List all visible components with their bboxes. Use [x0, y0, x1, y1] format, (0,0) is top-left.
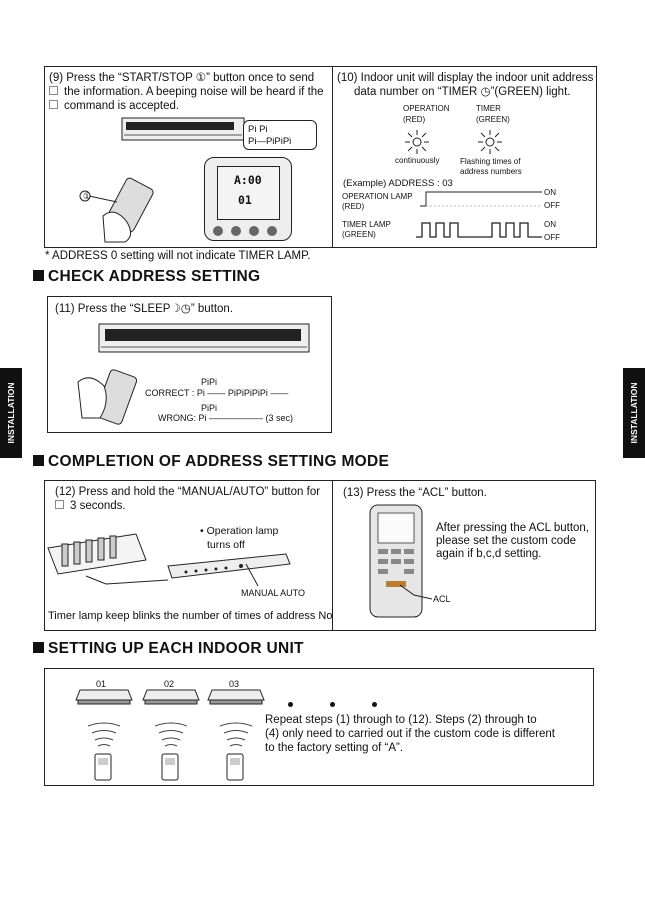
heading-completion: COMPLETION OF ADDRESS SETTING MODE	[33, 453, 389, 471]
lcd-top: A:00	[234, 173, 262, 187]
step10-line2: data number on “TIMER ◷”(GREEN) light.	[354, 86, 571, 98]
repeat-line-1: Repeat steps (1) through to (12). Steps …	[265, 714, 537, 726]
step13-desc-1: After pressing the ACL button,	[436, 522, 589, 534]
timer-lamp-color: (GREEN)	[342, 230, 376, 239]
timer-off: OFF	[544, 233, 560, 242]
op-off: OFF	[544, 201, 560, 210]
op-on: ON	[544, 188, 556, 197]
unit-number-2: 02	[164, 679, 175, 689]
step11-wrong-pipi: PiPi	[201, 403, 218, 413]
step10-line1: (10) Indoor unit will display the indoor…	[337, 72, 594, 84]
unit-number-3: 03	[229, 679, 240, 689]
step12-footer: Timer lamp keep blinks the number of tim…	[48, 610, 336, 622]
side-tab-left: INSTALLATION	[0, 368, 22, 458]
heading-setup: SETTING UP EACH INDOOR UNIT	[33, 640, 304, 658]
example-address: (Example) ADDRESS : 03	[343, 178, 453, 189]
step13-line1: (13) Press the “ACL” button.	[343, 487, 487, 499]
operation-label: OPERATION	[403, 104, 450, 113]
heading-square-icon	[33, 455, 44, 466]
step9-beep-pipipipi: Pi—PiPiPi	[248, 136, 292, 147]
step11-line1: (11) Press the “SLEEP☽◷” button.	[55, 303, 234, 315]
note-address0: * ADDRESS 0 setting will not indicate TI…	[45, 250, 311, 262]
op-lamp-note-2: turns off	[207, 539, 245, 551]
op-lamp-label: OPERATION LAMP	[342, 192, 413, 201]
remote-buttons	[213, 226, 277, 236]
heading-setup-text: SETTING UP EACH INDOOR UNIT	[48, 640, 304, 657]
checkbox-icon	[49, 86, 58, 95]
repeat-line-3: to the factory setting of “A”.	[265, 742, 404, 754]
lcd-bottom: 01	[238, 193, 252, 207]
unit-number-1: 01	[96, 679, 107, 689]
side-tab-right-label: INSTALLATION	[629, 382, 639, 444]
unit-open-illustration	[47, 533, 291, 587]
ellipsis-dot	[288, 702, 293, 707]
remote-hand-illustration	[79, 177, 154, 243]
operation-color: (RED)	[403, 115, 426, 124]
step11-wrong: WRONG: Pi —————— (3 sec)	[158, 413, 294, 423]
continuously-label: continuously	[395, 156, 440, 165]
unit-group-2	[142, 689, 200, 781]
side-tab-left-label: INSTALLATION	[6, 382, 16, 444]
heading-check-address: CHECK ADDRESS SETTING	[33, 268, 260, 286]
step9-line2: the information. A beeping noise will be…	[49, 85, 324, 99]
flashing-label-1: Flashing times of	[460, 157, 521, 166]
step9-line1: (9) Press the “START/STOP ①” button once…	[49, 72, 315, 84]
timer-on: ON	[544, 220, 556, 229]
step9-line3-text: command is accepted.	[64, 100, 180, 112]
side-tab-right: INSTALLATION	[623, 368, 645, 458]
step9-callout: ①	[83, 191, 92, 201]
heading-square-icon	[33, 642, 44, 653]
flashing-label-2: address numbers	[460, 167, 522, 176]
step9-beep-pipi: Pi Pi	[248, 124, 268, 135]
ellipsis-dot	[372, 702, 377, 707]
unit-group-1	[75, 689, 133, 781]
beep-callout	[243, 120, 317, 150]
remote-hand-illustration-2	[77, 369, 138, 425]
step13-desc-3: again if b,c,d setting.	[436, 548, 542, 560]
setup-panel	[44, 668, 594, 786]
step13-desc-2: please set the custom code	[436, 535, 576, 547]
timer-lamp-label: TIMER LAMP	[342, 220, 391, 229]
step12-line2-text: 3 seconds.	[70, 500, 126, 512]
ellipsis-dot	[330, 702, 335, 707]
op-lamp-waveform	[420, 191, 542, 207]
checkbox-icon	[55, 500, 64, 509]
manual-auto-label: MANUAL AUTO	[241, 588, 306, 598]
step11-correct-pipi: PiPi	[201, 377, 218, 387]
step12-line2: 3 seconds.	[55, 499, 126, 513]
unit-group-3	[207, 689, 265, 781]
op-lamp-note-1: • Operation lamp	[200, 525, 279, 537]
step11-correct: CORRECT : Pi —— PiPiPiPiPi ——	[145, 388, 289, 398]
heading-check-address-text: CHECK ADDRESS SETTING	[48, 268, 261, 285]
indoor-unit-illustration-2	[98, 323, 310, 353]
operation-lamp-icon	[405, 130, 429, 154]
checkbox-icon	[49, 100, 58, 109]
timer-lamp-icon	[478, 130, 502, 154]
timer-label: TIMER	[476, 104, 501, 113]
step9-line2-text: the information. A beeping noise will be…	[64, 86, 324, 98]
heading-square-icon	[33, 270, 44, 281]
heading-completion-text: COMPLETION OF ADDRESS SETTING MODE	[48, 453, 390, 470]
indoor-unit-illustration	[121, 117, 245, 141]
step9-line3: command is accepted.	[49, 99, 179, 113]
step12-line1: (12) Press and hold the “MANUAL/AUTO” bu…	[55, 486, 321, 498]
timer-lamp-waveform	[416, 222, 542, 238]
remote-acl-illustration	[369, 504, 433, 618]
repeat-line-2: (4) only need to carried out if the cust…	[265, 728, 555, 740]
op-lamp-color: (RED)	[342, 202, 365, 211]
step10-panel	[332, 66, 597, 248]
acl-label: ACL	[433, 594, 451, 604]
timer-color: (GREEN)	[476, 115, 510, 124]
lcd-screen	[217, 166, 280, 220]
